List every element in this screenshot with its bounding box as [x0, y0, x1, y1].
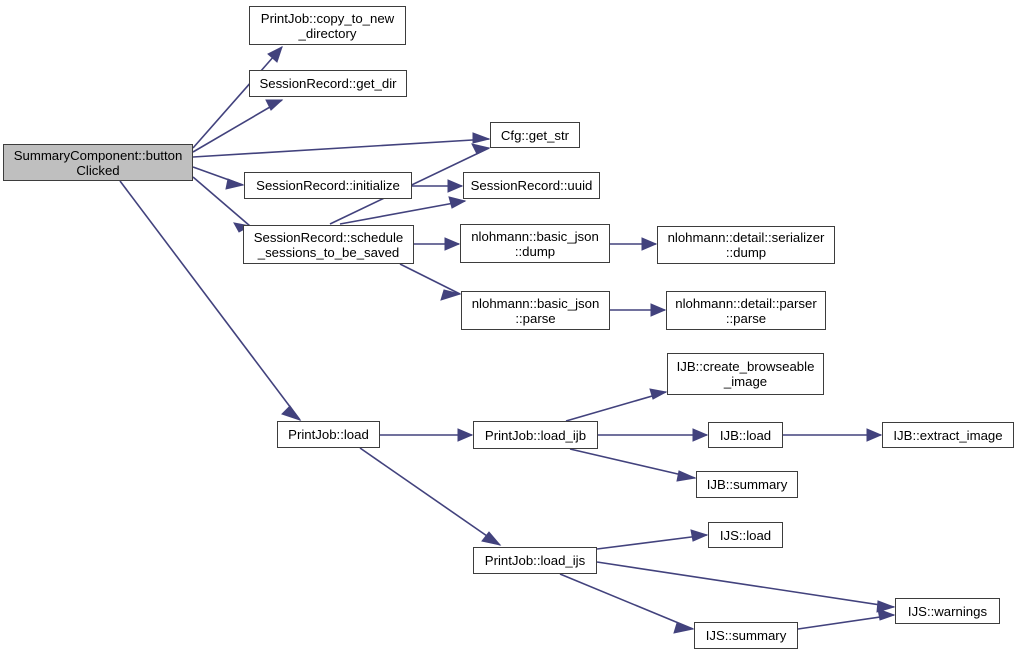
edge-root-to-pjload — [119, 180, 301, 421]
graph-node-parserparse[interactable]: nlohmann::detail::parser ::parse — [666, 291, 826, 330]
graph-node-ijbsummary[interactable]: IJB::summary — [696, 471, 798, 498]
graph-node-label-serdump: nlohmann::detail::serializer ::dump — [667, 230, 825, 260]
arrowhead-ijssummary-to-ijswarnings — [877, 608, 896, 621]
graph-node-ijswarnings[interactable]: IJS::warnings — [895, 598, 1000, 624]
graph-node-cfggetstr[interactable]: Cfg::get_str — [490, 122, 580, 148]
graph-node-label-jsonparse: nlohmann::basic_json ::parse — [471, 295, 600, 326]
graph-node-pjloadijs[interactable]: PrintJob::load_ijs — [473, 547, 597, 574]
edge-pjloadijs-to-ijssummary — [559, 573, 694, 630]
arrowhead-schedule-to-jsondump — [444, 237, 461, 251]
graph-node-pjload[interactable]: PrintJob::load — [277, 421, 380, 448]
graph-node-jsondump[interactable]: nlohmann::basic_json ::dump — [460, 224, 610, 263]
graph-node-ijbload[interactable]: IJB::load — [708, 422, 783, 448]
edge-root-to-initialize — [192, 166, 244, 186]
graph-node-ijssummary[interactable]: IJS::summary — [694, 622, 798, 649]
edge-root-to-schedule — [192, 176, 251, 227]
graph-node-ijbcreate[interactable]: IJB::create_browseable _image — [667, 353, 824, 395]
edge-root-to-cfggetstr — [192, 138, 490, 158]
arrowhead-initialize-to-uuid — [447, 179, 464, 193]
arrowhead-pjload-to-pjloadijs — [481, 531, 502, 546]
arrowhead-root-to-getdir — [265, 99, 284, 111]
graph-node-label-pjloadijb: PrintJob::load_ijb — [484, 427, 587, 443]
edge-schedule-to-uuid — [339, 200, 466, 225]
graph-node-serdump[interactable]: nlohmann::detail::serializer ::dump — [657, 226, 835, 264]
graph-node-label-getdir: SessionRecord::get_dir — [259, 76, 397, 91]
graph-node-label-ijssummary: IJS::summary — [705, 628, 787, 643]
arrowhead-root-to-pjload — [281, 405, 302, 421]
graph-node-initialize[interactable]: SessionRecord::initialize — [244, 172, 412, 199]
graph-node-label-ijswarnings: IJS::warnings — [907, 603, 988, 619]
arrowhead-pjloadijb-to-ijbsummary — [676, 470, 697, 482]
graph-node-label-ijbsummary: IJB::summary — [706, 477, 788, 492]
graph-node-label-jsondump: nlohmann::basic_json ::dump — [471, 228, 599, 259]
graph-node-label-initialize: SessionRecord::initialize — [256, 178, 400, 193]
graph-node-label-root: SummaryComponent::button Clicked — [13, 147, 183, 178]
graph-node-label-pjloadijs: PrintJob::load_ijs — [484, 553, 586, 568]
edge-pjloadijs-to-ijsload — [596, 534, 708, 550]
graph-node-copy[interactable]: PrintJob::copy_to_new _directory — [249, 6, 406, 45]
arrowhead-jsonparse-to-parserparse — [650, 303, 667, 317]
graph-node-label-parserparse: nlohmann::detail::parser ::parse — [675, 295, 817, 326]
edge-pjloadijb-to-ijbsummary — [569, 448, 696, 479]
edge-ijssummary-to-ijswarnings — [797, 614, 895, 630]
arrowhead-pjloadijs-to-ijssummary — [673, 622, 695, 634]
arrowhead-pjloadijb-to-ijbcreate — [649, 388, 668, 400]
graph-node-getdir[interactable]: SessionRecord::get_dir — [249, 70, 407, 97]
graph-node-ijsload[interactable]: IJS::load — [708, 522, 783, 548]
arrowhead-schedule-to-cfggetstr — [471, 143, 491, 155]
graph-node-label-ijbload: IJB::load — [719, 427, 772, 443]
graph-node-uuid[interactable]: SessionRecord::uuid — [463, 172, 600, 199]
edge-pjload-to-pjloadijs — [359, 447, 501, 546]
edge-pjloadijb-to-ijbcreate — [565, 391, 667, 422]
edge-root-to-copy — [192, 46, 283, 149]
edge-pjloadijs-to-ijswarnings — [596, 561, 895, 608]
graph-node-pjloadijb[interactable]: PrintJob::load_ijb — [473, 421, 598, 449]
arrowhead-jsondump-to-serdump — [641, 237, 658, 251]
graph-node-schedule[interactable]: SessionRecord::schedule _sessions_to_be_… — [243, 225, 414, 264]
graph-node-label-copy: PrintJob::copy_to_new _directory — [260, 10, 395, 41]
graph-node-label-ijsload: IJS::load — [719, 527, 772, 543]
arrowhead-pjloadijs-to-ijsload — [690, 529, 709, 542]
graph-node-ijbextract[interactable]: IJB::extract_image — [882, 422, 1014, 448]
arrowhead-root-to-initialize — [225, 178, 245, 190]
arrowhead-root-to-cfggetstr — [472, 132, 491, 144]
graph-node-label-pjload: PrintJob::load — [288, 427, 369, 442]
edge-schedule-to-jsonparse — [399, 263, 461, 295]
graph-node-label-ijbextract: IJB::extract_image — [893, 427, 1003, 443]
edge-root-to-getdir — [192, 99, 283, 153]
arrowhead-schedule-to-jsonparse — [440, 289, 462, 301]
arrowhead-ijbload-to-ijbextract — [866, 428, 883, 442]
arrowhead-pjload-to-pjloadijb — [457, 428, 474, 442]
graph-node-label-ijbcreate: IJB::create_browseable _image — [676, 359, 815, 389]
graph-node-root[interactable]: SummaryComponent::button Clicked — [3, 144, 193, 181]
arrowhead-pjloadijb-to-ijbload — [692, 428, 709, 442]
graph-node-label-uuid: SessionRecord::uuid — [470, 178, 593, 193]
graph-node-label-cfggetstr: Cfg::get_str — [500, 127, 570, 143]
graph-node-label-schedule: SessionRecord::schedule _sessions_to_be_… — [253, 229, 404, 260]
arrowhead-root-to-copy — [267, 46, 283, 63]
arrowhead-pjloadijs-to-ijswarnings — [876, 600, 896, 613]
graph-node-jsonparse[interactable]: nlohmann::basic_json ::parse — [461, 291, 610, 330]
